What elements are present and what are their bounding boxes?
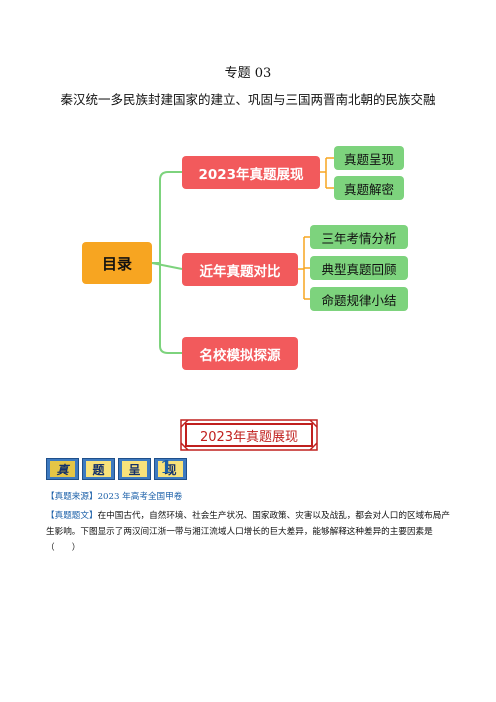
mindmap-leaf-question-show: 真题呈现 — [334, 146, 404, 170]
tag-char: 呈 — [122, 461, 147, 477]
question-number: 1 — [160, 457, 173, 478]
tag-box: 真 — [46, 458, 79, 480]
tag-box: 现 — [154, 458, 187, 480]
page-subtitle: 秦汉统一多民族封建国家的建立、巩固与三国两晋南北朝的民族交融 — [60, 92, 436, 107]
question-tag-row: 真 题 呈 现 — [46, 458, 187, 480]
source-label: 【真题来源】 — [46, 492, 98, 502]
tag-box: 呈 — [118, 458, 151, 480]
section-banner: 2023年真题展现 — [180, 419, 318, 451]
banner-frame-icon — [180, 419, 318, 451]
mindmap-leaf-review: 典型真题回顾 — [310, 256, 408, 280]
mindmap-branch-mock: 名校模拟探源 — [182, 337, 298, 370]
body-text: 在中国古代，自然环境、社会生产状况、国家政策、灾害以及战乱，都会对人口的区域布局… — [46, 511, 450, 553]
question-body: 【真题题文】在中国古代，自然环境、社会生产状况、国家政策、灾害以及战乱，都会对人… — [46, 508, 456, 556]
mindmap-leaf-question-decode: 真题解密 — [334, 176, 404, 200]
connector-root-branch-2 — [151, 262, 183, 270]
tag-box: 题 — [82, 458, 115, 480]
source-text: 2023 年高考全国甲卷 — [97, 492, 183, 502]
mindmap-branch-2023: 2023年真题展现 — [182, 156, 320, 189]
bracket-branch-2 — [298, 236, 310, 300]
section-banner-label: 2023年真题展现 — [185, 423, 313, 447]
tag-char: 现 — [158, 461, 183, 477]
mindmap-leaf-analysis: 三年考情分析 — [310, 225, 408, 249]
connector-root-branch-3 — [159, 263, 182, 354]
page-title: 专题 03 — [224, 66, 272, 81]
connector-root-branch-1 — [152, 171, 182, 264]
question-source: 【真题来源】2023 年高考全国甲卷 — [46, 489, 456, 505]
tag-char: 真 — [50, 461, 75, 477]
body-label: 【真题题文】 — [46, 511, 98, 521]
mindmap-leaf-summary: 命题规律小结 — [310, 287, 408, 311]
mindmap-root: 目录 — [82, 242, 152, 284]
bracket-branch-1 — [320, 157, 334, 189]
mindmap-branch-recent: 近年真题对比 — [182, 253, 298, 286]
tag-char: 题 — [86, 461, 111, 477]
